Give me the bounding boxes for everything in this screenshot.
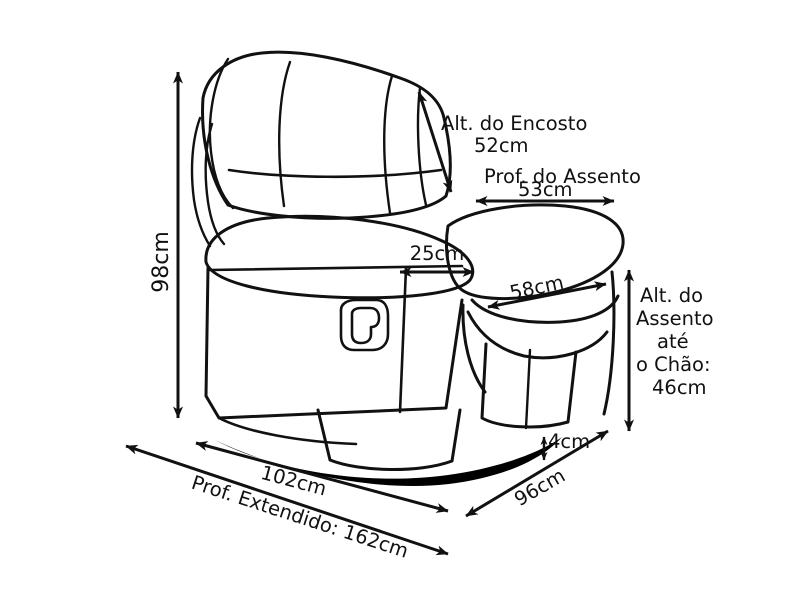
dimension-label-profundidade-assento-value: 53cm	[518, 178, 573, 201]
dimension-label-altura-assento-chao-l4: o Chão:	[636, 353, 711, 376]
side-panel-top-edge	[207, 264, 464, 272]
recline-lever-inner-icon	[350, 306, 381, 345]
side-panel	[204, 266, 464, 420]
dimension-label-largura-braco: 25cm	[410, 242, 465, 265]
dimension-largura-assento: 58cm	[487, 271, 607, 310]
dimension-profundidade-extendido: Prof. Extendido: 162cm	[125, 444, 449, 563]
dimension-label-largura-assento: 58cm	[508, 271, 566, 305]
dimension-label-altura-base: 4cm	[548, 430, 590, 453]
backrest-lower-band	[227, 168, 443, 179]
right-lower-body	[480, 342, 578, 429]
dimension-profundidade-assento: Prof. do Assento 53cm	[475, 165, 641, 206]
front-lower-edge	[217, 416, 358, 446]
side-panel-seam	[398, 266, 408, 414]
headrest-seam	[208, 57, 235, 210]
backrest-seam-left	[278, 60, 292, 208]
dimension-largura-braco: 25cm	[399, 242, 475, 277]
dimension-line	[417, 91, 453, 193]
right-outer-edge	[602, 270, 616, 416]
seat-front-edge	[461, 303, 487, 394]
backrest-left-wing-inner	[204, 122, 226, 246]
seat-cushion-front	[466, 310, 609, 360]
dimension-altura-assento-chao: Alt. do Assento até o Chão: 46cm	[624, 269, 714, 432]
dimension-label-altura-total: 98cm	[149, 231, 174, 293]
dimension-label-altura-assento-chao-l2: Assento	[636, 307, 714, 330]
backrest-seam-center	[383, 74, 394, 215]
backrest-outline	[201, 50, 452, 220]
armrest-left	[204, 214, 475, 300]
dimension-label-altura-assento-chao-l1: Alt. do	[640, 284, 703, 307]
dimension-label-altura-encosto-title: Alt. do Encosto	[441, 112, 587, 135]
dimension-label-profundidade-assento-title: Prof. do Assento	[484, 165, 641, 188]
dimension-label-altura-assento-chao-l3: até	[657, 330, 689, 353]
seat-cushion	[470, 294, 620, 324]
pedestal	[316, 408, 462, 471]
dimension-altura-total: 98cm	[149, 71, 183, 419]
recline-lever-icon	[339, 298, 390, 352]
dimension-label-altura-assento-chao-l5: 46cm	[652, 376, 707, 399]
dimension-label-altura-encosto-value: 52cm	[474, 134, 529, 157]
dimension-altura-encosto: Alt. do Encosto 52cm	[417, 91, 587, 193]
backrest-left-wing	[190, 116, 212, 248]
right-lower-body-seam	[524, 348, 532, 430]
dimension-line	[487, 281, 607, 310]
dimension-line	[125, 444, 449, 556]
dimension-line	[465, 429, 609, 518]
